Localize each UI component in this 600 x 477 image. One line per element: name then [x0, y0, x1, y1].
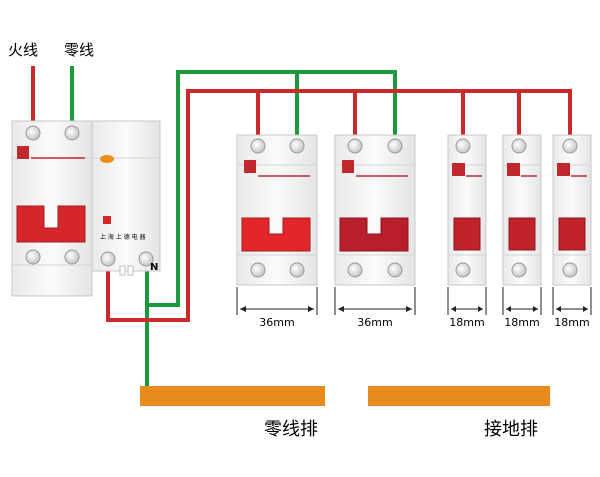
logo-icon	[452, 163, 465, 176]
logo-icon	[17, 146, 29, 159]
n-terminal-label: N	[150, 262, 158, 273]
main-breaker	[11, 120, 93, 297]
single-pole-breaker-1	[447, 134, 487, 286]
double-pole-breaker-1	[236, 134, 318, 286]
neutral-wire-label: 零线	[64, 41, 94, 59]
width-label-1: 36mm	[259, 316, 294, 329]
dimension-lines	[236, 287, 592, 315]
logo-icon	[507, 163, 520, 176]
neutral-bus-label: 零线排	[264, 419, 318, 440]
test-button	[103, 216, 111, 224]
logo-icon	[557, 163, 570, 176]
single-pole-breaker-3	[552, 134, 592, 286]
brand-text: 上 海 上 德 电 器	[100, 233, 146, 241]
neutral-bus-bar	[140, 386, 325, 406]
width-label-5: 18mm	[554, 316, 589, 329]
width-label-3: 18mm	[449, 316, 484, 329]
live-wire-label: 火线	[8, 41, 38, 59]
logo-icon	[342, 160, 354, 173]
ground-bus-label: 接地排	[484, 419, 538, 440]
ground-bus-bar	[368, 386, 550, 406]
double-pole-breaker-2	[334, 134, 416, 286]
width-label-2: 36mm	[357, 316, 392, 329]
width-label-4: 18mm	[504, 316, 539, 329]
single-pole-breaker-2	[502, 134, 542, 286]
indicator-light	[100, 155, 114, 163]
logo-icon	[244, 160, 256, 173]
rcd-module: 上 海 上 德 电 器 N	[91, 120, 161, 276]
